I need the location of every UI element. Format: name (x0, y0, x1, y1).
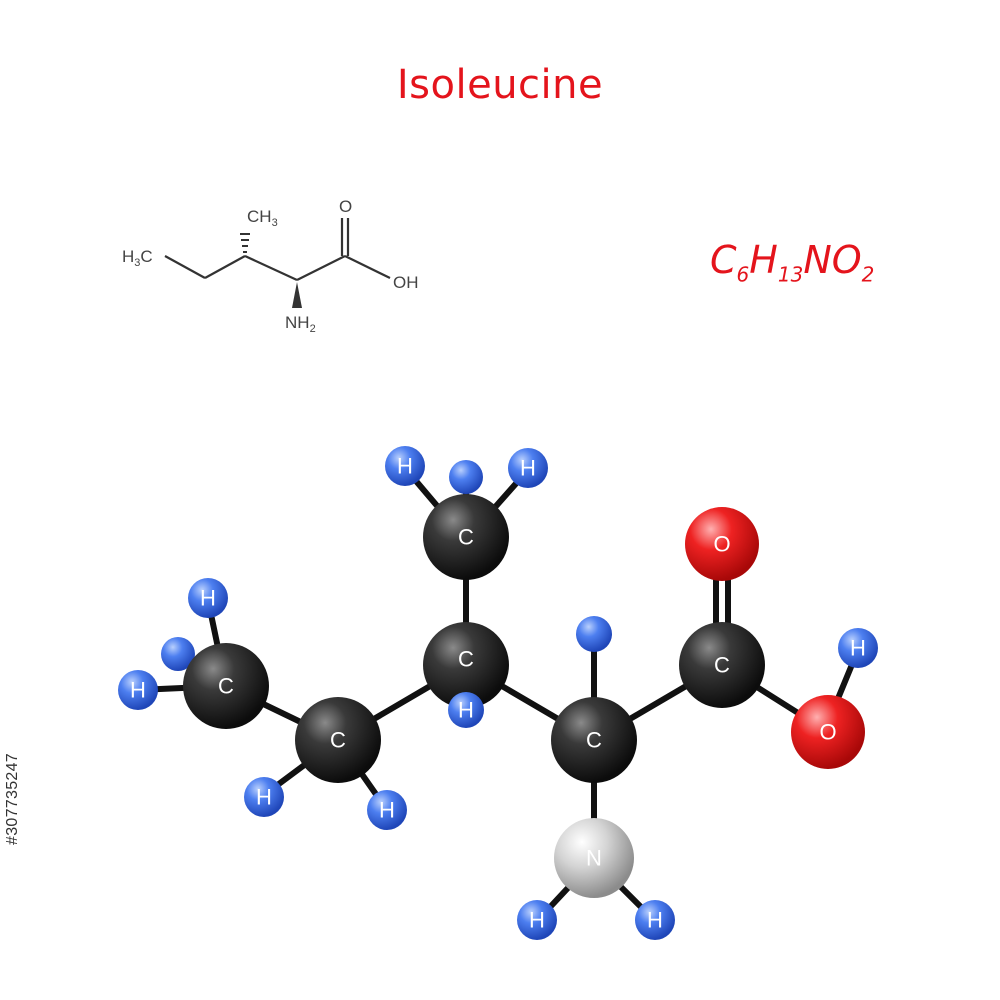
skeletal-bond (164, 255, 206, 279)
hydrogen-atom (449, 460, 483, 494)
formula-o-sub: 2 (861, 262, 875, 287)
carbon-atom: C (551, 697, 637, 783)
formula-c-sub: 6 (736, 262, 750, 287)
hydrogen-atom: H (508, 448, 548, 488)
hydrogen-atom: H (635, 900, 675, 940)
svg-text:H: H (458, 698, 474, 723)
svg-text:O: O (819, 720, 836, 745)
hydrogen-atom: H (517, 900, 557, 940)
svg-text:H: H (850, 636, 866, 661)
carbon-atom: C (183, 643, 269, 729)
skeletal-bond (244, 255, 298, 281)
svg-text:C: C (586, 728, 602, 753)
carbon-atom: C (423, 494, 509, 580)
svg-text:C: C (330, 728, 346, 753)
hydrogen-atom: H (448, 692, 484, 728)
nh2-label: NH2 (285, 313, 316, 335)
molecular-formula: C6H13NO2 (710, 238, 874, 287)
svg-text:O: O (713, 532, 730, 557)
hydrogen-atom: H (385, 446, 425, 486)
hydrogen-atom: H (188, 578, 228, 618)
formula-rest: NO (803, 238, 862, 282)
carbon-atom: C (423, 622, 509, 708)
formula-h-sub: 13 (777, 262, 804, 287)
solid-wedge (292, 282, 302, 308)
svg-text:H: H (379, 798, 395, 823)
o-label: O (339, 197, 352, 216)
hydrogen-atom (576, 616, 612, 652)
svg-text:C: C (218, 674, 234, 699)
svg-text:C: C (458, 647, 474, 672)
formula-c: C (710, 238, 737, 282)
hydrogen-atom: H (118, 670, 158, 710)
svg-text:C: C (714, 653, 730, 678)
oxygen-atom: O (685, 507, 759, 581)
oxygen-atom: O (791, 695, 865, 769)
svg-text:H: H (256, 785, 272, 810)
carbon-atom: C (679, 622, 765, 708)
nitrogen-atom: N (554, 818, 634, 898)
ch3-top-label: CH3 (247, 207, 278, 229)
skeletal-bond (296, 255, 346, 281)
svg-text:H: H (130, 678, 146, 703)
hydrogen-atom: H (244, 777, 284, 817)
hydrogen-atoms: H H H H H H H H H (118, 446, 878, 940)
hydrogen-atom (161, 637, 195, 671)
heavy-atoms: C C C C H C C O O N (183, 494, 865, 898)
carbon-atom: C (295, 697, 381, 783)
hydrogen-atom: H (367, 790, 407, 830)
svg-text:H: H (397, 454, 413, 479)
svg-text:H: H (529, 908, 545, 933)
svg-text:N: N (586, 846, 602, 871)
formula-h: H (749, 238, 778, 282)
page-title: Isoleucine (396, 62, 604, 108)
svg-text:H: H (647, 908, 663, 933)
oh-label: OH (393, 273, 419, 292)
svg-text:H: H (520, 456, 536, 481)
hashed-wedge (240, 233, 250, 253)
skeletal-bond (344, 255, 391, 279)
skeletal-formula: CH3 H3C O OH NH2 (122, 197, 419, 335)
svg-text:C: C (458, 525, 474, 550)
hydrogen-atom: H (838, 628, 878, 668)
svg-text:H: H (200, 586, 216, 611)
h3c-label: H3C (122, 247, 153, 269)
skeletal-bond (204, 255, 246, 279)
